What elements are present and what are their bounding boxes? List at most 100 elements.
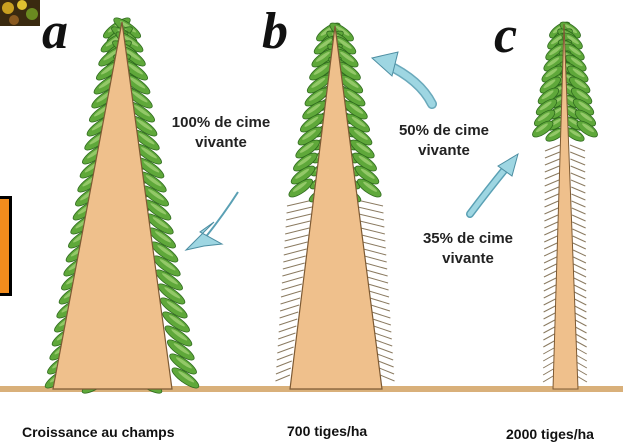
tree-c-dead-branch	[544, 257, 557, 263]
tree-c-dead-branch	[571, 194, 585, 200]
tree-b-dead-branch	[281, 298, 301, 304]
tree-b-dead-branch	[379, 368, 394, 374]
tree-c-dead-branch	[545, 159, 560, 165]
tree-b-dead-branch	[277, 354, 293, 360]
tree-c-dead-branch	[573, 250, 586, 256]
tree-c-dead-branch	[544, 313, 555, 319]
tree-c-dead-branch	[572, 229, 585, 235]
tree-c-dead-branch	[544, 299, 556, 305]
tree-b-trunk	[290, 26, 382, 389]
tree-b-dead-branch	[284, 249, 307, 255]
tree-b-dead-branch	[367, 277, 388, 283]
tree-b-dead-branch	[276, 368, 291, 374]
tree-c-dead-branch	[576, 341, 587, 347]
caption-c: 2000 tiges/ha	[506, 426, 594, 442]
tree-b-dead-branch	[278, 333, 295, 339]
tree-b-dead-branch	[364, 256, 386, 262]
tree-b-dead-branch	[375, 333, 392, 339]
tree-b-dead-branch	[283, 263, 305, 269]
tree-b	[275, 20, 394, 389]
crown-label-c-line1: 35% de cime	[408, 229, 528, 249]
tree-b-dead-branch	[366, 270, 387, 276]
tree-c-dead-branch	[543, 355, 554, 361]
tree-c-dead-branch	[545, 194, 559, 200]
tree-b-dead-branch	[360, 221, 385, 227]
tree-c-dead-branch	[544, 264, 556, 270]
tree-c-dead-branch	[571, 187, 585, 193]
tree-c-dead-branch	[577, 369, 587, 375]
tree-c-dead-branch	[545, 201, 559, 207]
tree-b-dead-branch	[276, 361, 291, 367]
tree-c-dead-branch	[544, 215, 558, 221]
tree-b-dead-branch	[359, 214, 384, 220]
tree-c-dead-branch	[572, 215, 586, 221]
tree-b-dead-branch	[278, 340, 295, 346]
tree-b-dead-branch	[282, 277, 303, 283]
tree-b-dead-branch	[369, 291, 389, 297]
tree-b-dead-branch	[373, 319, 391, 325]
tree-b-dead-branch	[370, 298, 390, 304]
tree-b-dead-branch	[281, 291, 301, 297]
tree-c-dead-branch	[573, 243, 586, 249]
tree-c-dead-branch	[575, 327, 586, 333]
crown-label-c-line2: vivante	[408, 249, 528, 269]
tree-c-dead-branch	[574, 264, 586, 270]
tree-c-dead-branch	[544, 243, 557, 249]
crown-label-b-line2: vivante	[384, 141, 504, 161]
tree-b-dead-branch	[284, 242, 307, 248]
tree-c-dead-branch	[545, 180, 559, 186]
tree-b-dead-branch	[282, 270, 303, 276]
arrow-c	[470, 154, 518, 214]
tree-c-dead-branch	[572, 208, 586, 214]
tree-c	[530, 19, 600, 389]
tree-c-dead-branch	[574, 271, 586, 277]
tree-b-dead-branch	[363, 249, 386, 255]
caption-b: 700 tiges/ha	[287, 423, 367, 439]
tree-c-dead-branch	[545, 166, 560, 172]
crown-label-a: 100% de cime vivante	[156, 113, 286, 154]
tree-c-dead-branch	[572, 222, 585, 228]
panel-letter-b: b	[262, 6, 288, 58]
tree-b-dead-branch	[374, 326, 392, 332]
tree-b-dead-branch	[280, 312, 299, 318]
tree-c-dead-branch	[573, 236, 586, 242]
tree-c-dead-branch	[543, 348, 554, 354]
tree-c-dead-branch	[576, 362, 586, 368]
tree-b-dead-branch	[277, 347, 293, 353]
tree-b-dead-branch	[283, 256, 305, 262]
orange-side-box	[0, 196, 12, 296]
corner-photo-fragment	[0, 0, 40, 26]
tree-c-dead-branch	[574, 285, 586, 291]
arrow-a	[186, 192, 238, 250]
tree-c-dead-branch	[544, 285, 556, 291]
tree-c-dead-branch	[571, 180, 585, 186]
tree-c-dead-branch	[577, 376, 587, 382]
tree-c-dead-branch	[575, 306, 587, 312]
tree-c-dead-branch	[544, 278, 556, 284]
tree-c-dead-branch	[543, 362, 553, 368]
tree-c-dead-branch	[544, 320, 555, 326]
tree-c-dead-branch	[574, 292, 586, 298]
tree-b-dead-branch	[363, 242, 386, 248]
tree-c-dead-branch	[543, 334, 554, 340]
tree-b-dead-branch	[362, 235, 386, 241]
tree-c-dead-branch	[544, 236, 557, 242]
tree-b-dead-branch	[286, 221, 311, 227]
tree-b-dead-branch	[285, 228, 309, 234]
tree-b-dead-branch	[287, 207, 313, 213]
tree-c-dead-branch	[544, 250, 557, 256]
tree-c-dead-branch	[544, 222, 557, 228]
tree-b-dead-branch	[280, 305, 299, 311]
tree-a	[43, 15, 202, 396]
tree-b-dead-branch	[281, 284, 301, 290]
tree-b-dead-branch	[372, 312, 391, 318]
tree-c-dead-branch	[576, 334, 587, 340]
tree-c-dead-branch	[575, 320, 586, 326]
tree-b-dead-branch	[361, 228, 385, 234]
tree-c-dead-branch	[544, 271, 556, 277]
tree-b-dead-branch	[376, 347, 392, 353]
tree-b-dead-branch	[371, 305, 390, 311]
tree-b-dead-branch	[377, 354, 393, 360]
tree-b-dead-branch	[365, 263, 387, 269]
